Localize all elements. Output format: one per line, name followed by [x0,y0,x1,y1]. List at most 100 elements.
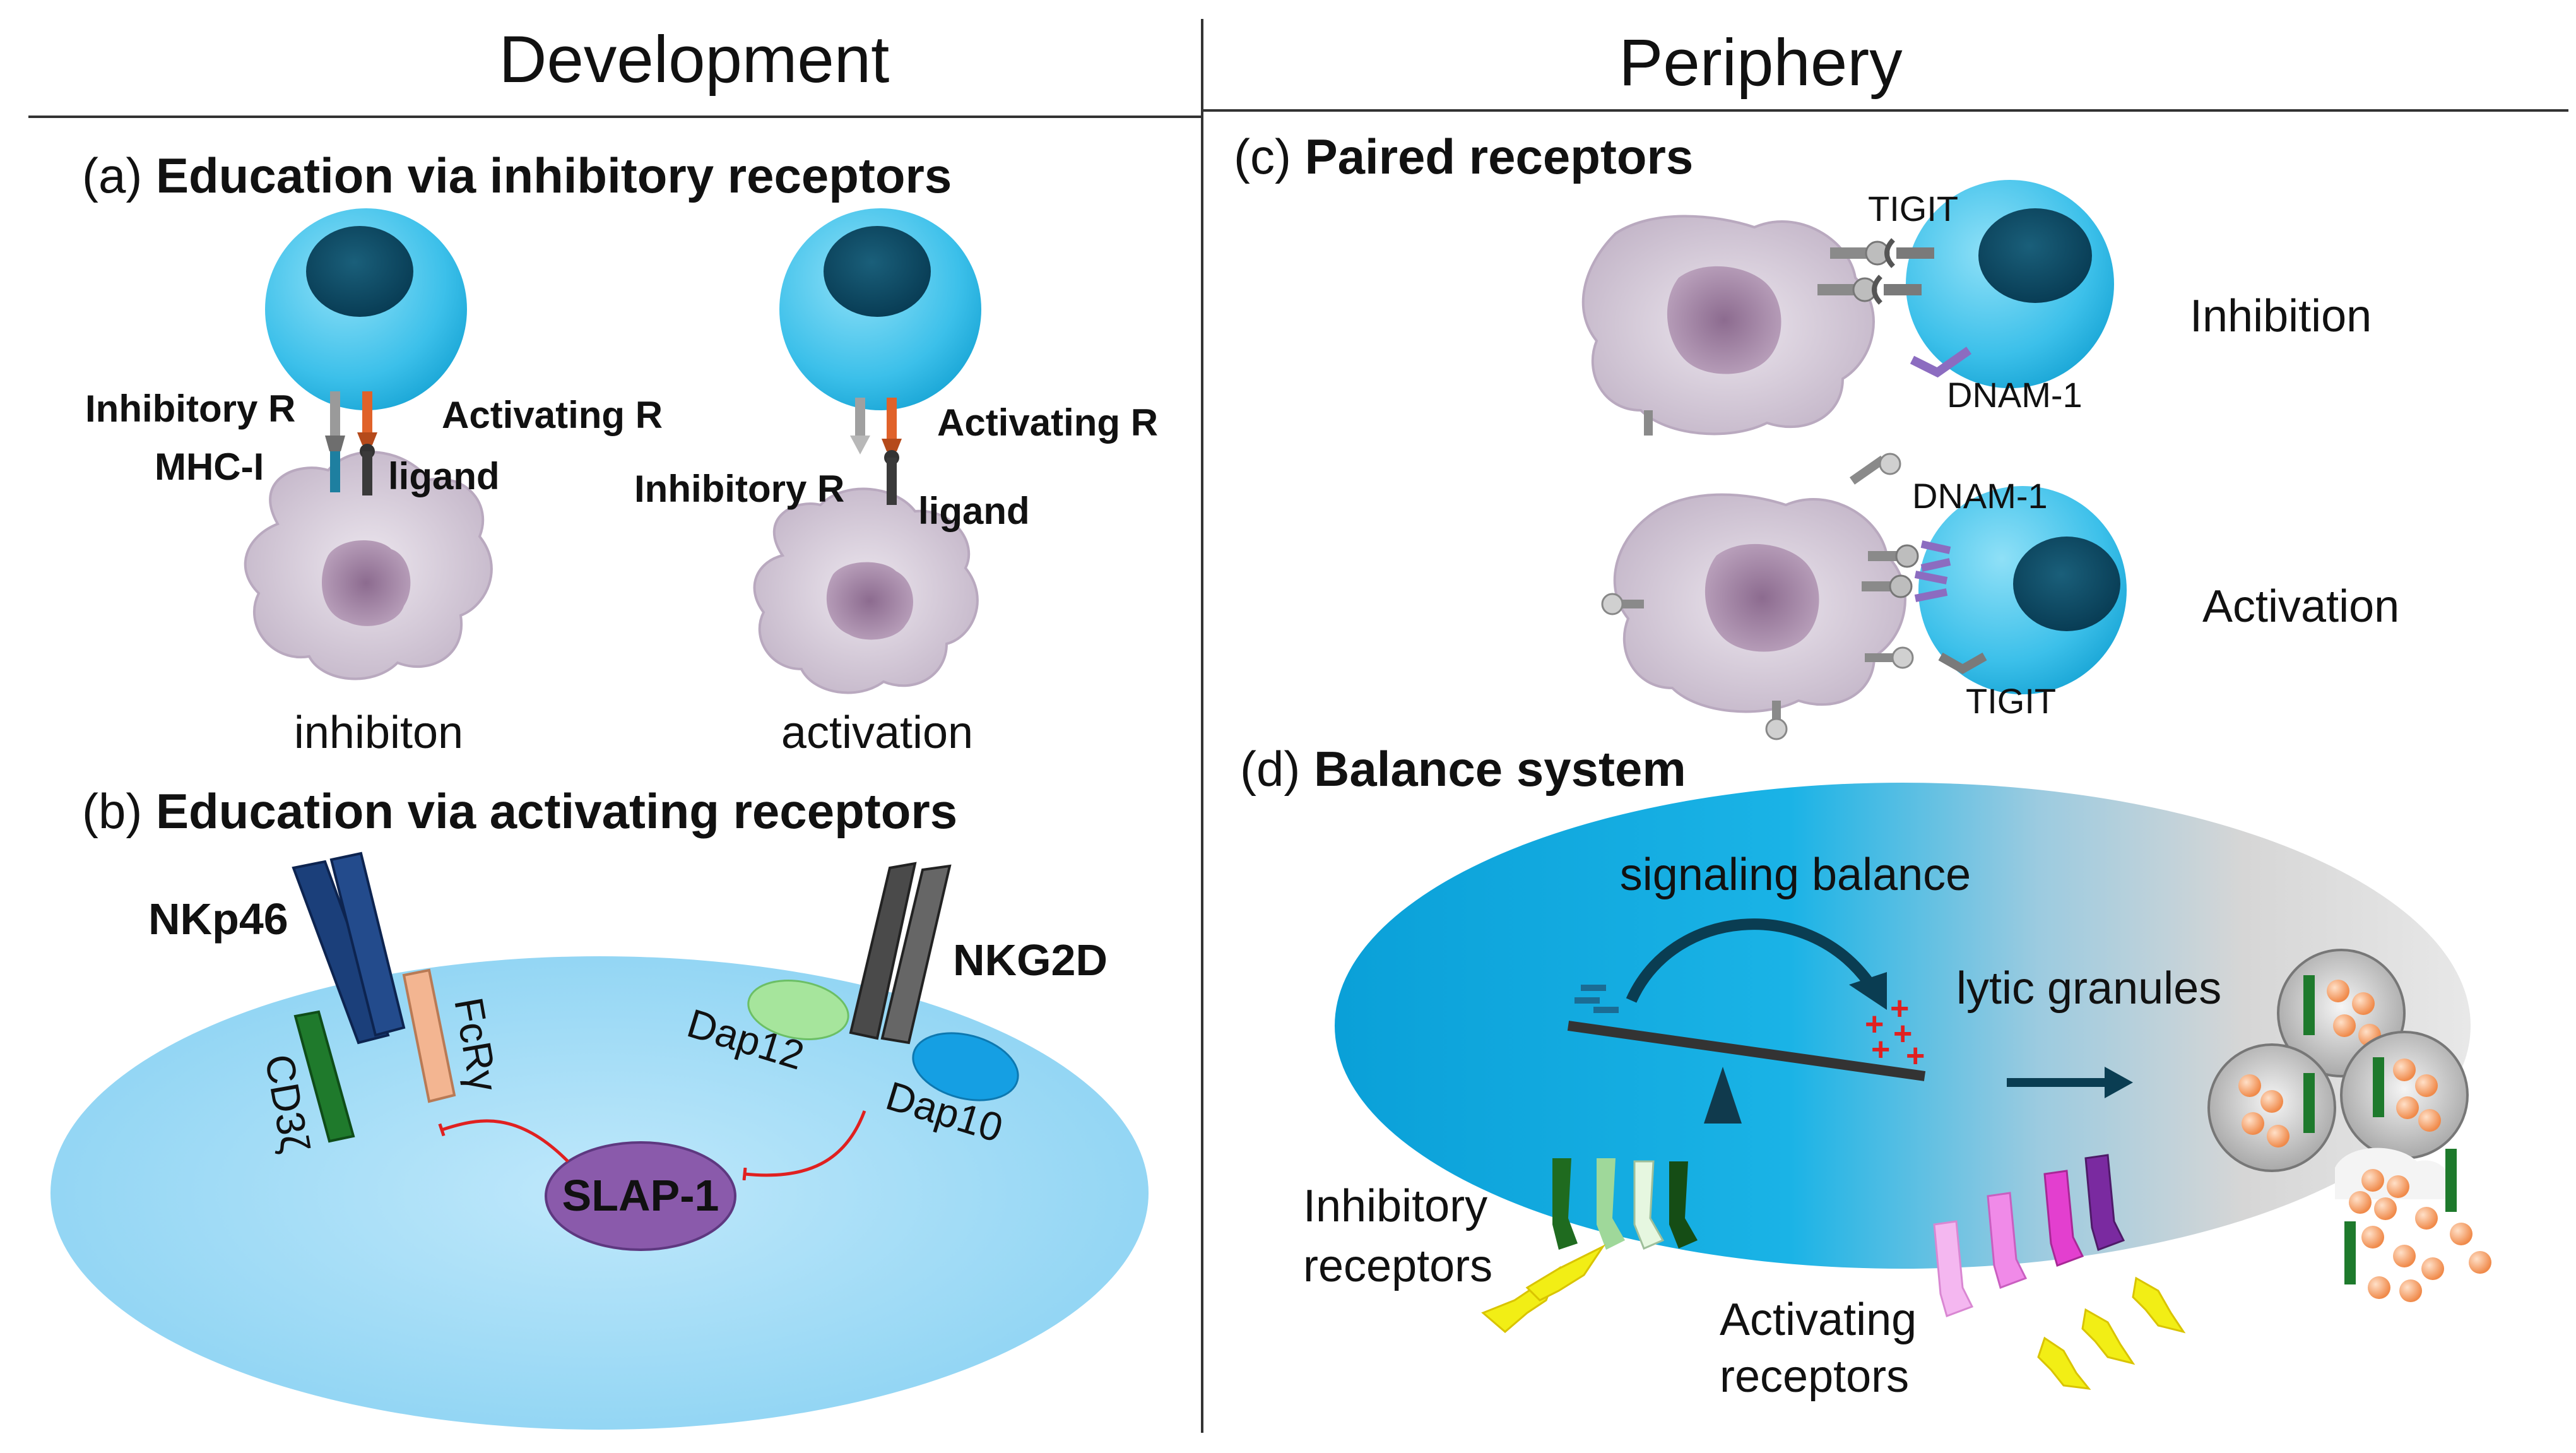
label-nkp46: NKp46 [148,894,288,944]
dnam1-receptor [1910,347,1972,378]
nkp46-receptor [292,851,406,1045]
lytic-granule [2340,1031,2469,1159]
outcome-activation: Activation [2202,581,2399,632]
slap1-protein [545,1141,736,1251]
panel-a-title: Education via inhibitory receptors [156,148,952,203]
panel-b-letter: (b) [82,783,142,839]
label-activating-r-right: Activating R [937,401,1158,444]
inhibitory-receptors [1552,1158,1698,1250]
label-inhibitory-receptors-line2: receptors [1303,1241,1492,1291]
nk-nucleus [824,226,931,317]
nk-nucleus [306,226,413,317]
dnam1-ligand-pair [1862,571,1948,602]
svg-text:+: + [1865,1006,1884,1043]
label-inhibitory-receptors: Inhibitory [1303,1181,1487,1231]
ligand-stub [1644,410,1653,436]
tigit-ligand-pair [1817,275,1922,305]
svg-text:(b) Education via activating r: (b) Education via activating receptors [82,783,957,839]
label-signaling-balance: signaling balance [1620,850,1971,900]
label-activating-receptors-line2: receptors [1720,1351,1909,1402]
svg-text:+: + [1906,1038,1925,1074]
panel-a-letter: (a) [82,148,142,203]
svg-text:+: + [1871,1031,1890,1068]
label-ligand: ligand [388,455,500,497]
ligand-molecule [887,458,897,505]
dap10-adapter [912,1032,1019,1101]
mhc-i-molecule [330,451,340,492]
nkg2d-receptor [849,862,952,1045]
activating-receptor-head [357,432,377,445]
ligand-lollipop [1849,453,1901,485]
panel-d-title: Balance system [1314,741,1686,797]
panel-d-letter: (d) [1240,741,1300,797]
seesaw-fulcrum [1704,1067,1742,1124]
caption-activation: activation [781,708,973,758]
tigit-receptor [1938,652,1987,675]
inhibitory-receptor-head [850,436,870,454]
label-inhibitory-r: Inhibitory R [85,388,295,430]
label-slap1: SLAP-1 [562,1171,719,1220]
fcry-adapter [402,968,456,1103]
released-granule-contents [2335,1148,2491,1302]
cd3z-adapter [293,1010,355,1143]
header-periphery: Periphery [1619,26,1903,100]
release-arrow-head [2105,1067,2133,1098]
panel-d: (d) Balance system signaling balance + +… [1240,741,2491,1402]
label-activating-r: Activating R [442,394,663,436]
panel-a-right-pair: Activating R Inhibitory R ligand activat… [634,208,1158,758]
ligand-molecule [362,451,372,495]
plus-signs: + + + + + [1865,990,1925,1074]
nk-nucleus [1978,208,2092,303]
nk-nucleus [2013,537,2120,631]
activating-receptor [887,398,897,439]
seesaw-beam [1567,1021,1926,1081]
panel-c-letter: (c) [1234,129,1291,184]
label-dnam1-top: DNAM-1 [1947,375,2083,415]
nk-cell-balance [1335,783,2471,1269]
svg-text:+: + [1893,1016,1912,1052]
balance-arrow-head [1849,972,1887,1010]
inhibitory-receptor [330,391,340,436]
outcome-inhibition: Inhibition [2190,291,2372,341]
ligand-lollipop [1601,593,1644,615]
ligand-lollipop [1865,646,1914,669]
panel-b: (b) Education via activating receptors N… [50,783,1149,1430]
balance-shift-arrow [1626,918,1873,1003]
target-cell-nucleus [826,562,913,640]
panel-c-top-pair: TIGIT DNAM-1 Inhibition [1581,180,2372,436]
dap12-adapter [747,980,849,1040]
tigit-ligand-pair [1830,238,1934,268]
panel-a: (a) Education via inhibitory receptors I… [82,148,1158,758]
label-activating-receptors: Activating [1720,1295,1917,1345]
inhibitory-receptor-head [325,436,345,451]
activating-receptor-head [882,439,902,451]
inhibitory-ligands [1481,1244,1606,1333]
label-ligand-right: ligand [918,490,1030,532]
svg-text:(a) Education via inhibitory r: (a) Education via inhibitory receptors [82,148,952,203]
target-cell-nucleus [1705,543,1819,652]
target-cell-nucleus [1667,266,1781,374]
lytic-granule [2207,1043,2336,1172]
inhibition-line-fcry [438,1119,569,1163]
panel-c-title: Paired receptors [1305,129,1694,184]
label-inhibitory-r-right: Inhibitory R [634,468,844,510]
svg-text:(d) Balance system: (d) Balance system [1240,741,1686,797]
panel-c-bottom-pair: DNAM-1 TIGIT Activation [1601,453,2399,740]
svg-text:(c) Paired receptors: (c) Paired receptors [1234,129,1693,184]
label-mhc-i: MHC-I [155,446,264,488]
label-lytic-granules: lytic granules [1956,963,2221,1014]
dnam1-ligand-pair [1868,540,1951,572]
panel-c: (c) Paired receptors TIGIT D [1234,129,2399,740]
target-cell-nucleus [322,540,411,626]
label-tigit-top: TIGIT [1868,189,1958,228]
caption-inhibition: inhibiton [294,708,463,758]
label-dnam1-bottom: DNAM-1 [1912,476,2048,516]
inhibitory-receptor [855,398,865,436]
panel-b-title: Education via activating receptors [156,783,957,839]
minus-signs [1575,985,1619,1013]
panel-a-left-pair: Inhibitory R Activating R MHC-I ligand i… [85,208,663,758]
activating-receptor [362,391,372,432]
activating-ligands [2037,1276,2186,1390]
inhibition-line-dap10 [742,1110,866,1181]
